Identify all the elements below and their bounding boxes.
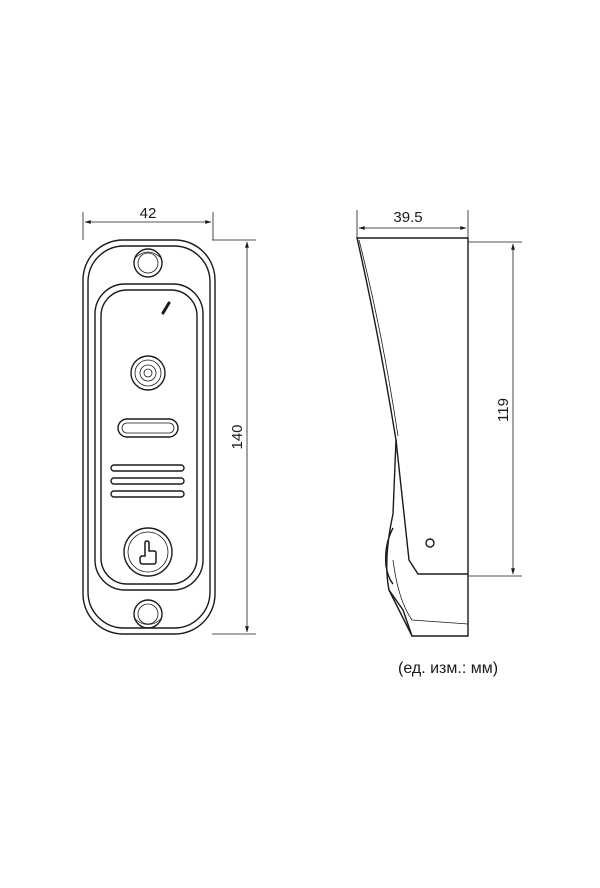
units-note: (ед. изм.: мм) bbox=[398, 660, 499, 677]
front-inner-frame bbox=[94, 283, 204, 591]
side-view bbox=[356, 237, 469, 637]
front-panel bbox=[100, 289, 198, 585]
camera-lens-icon bbox=[130, 355, 166, 391]
indicator-slot-icon bbox=[117, 418, 179, 438]
side-body-outline bbox=[356, 237, 469, 637]
side-visor-line bbox=[358, 239, 399, 437]
side-button-protrusion bbox=[384, 527, 394, 585]
side-depth-dimension: 39.5 bbox=[356, 209, 469, 238]
speaker-grille-icon bbox=[110, 464, 185, 498]
front-width-dimension: 42 bbox=[82, 205, 214, 240]
side-chin bbox=[388, 589, 413, 637]
front-height-label: 140 bbox=[229, 424, 246, 449]
side-height-label: 119 bbox=[495, 398, 512, 422]
side-depth-label: 39.5 bbox=[393, 209, 422, 226]
side-height-dimension: 119 bbox=[468, 241, 522, 577]
side-front-plate bbox=[395, 439, 468, 575]
side-screw-dot bbox=[425, 538, 435, 548]
front-width-label: 42 bbox=[140, 205, 157, 222]
side-chin-inner bbox=[392, 559, 469, 625]
status-led-icon bbox=[161, 301, 171, 315]
bottom-screw-hole-icon bbox=[133, 599, 163, 629]
top-screw-hole-icon bbox=[133, 248, 163, 278]
front-height-dimension: 140 bbox=[212, 239, 256, 635]
call-button-hand-icon bbox=[123, 527, 173, 577]
front-view bbox=[82, 239, 216, 635]
front-outer-housing bbox=[82, 239, 216, 635]
